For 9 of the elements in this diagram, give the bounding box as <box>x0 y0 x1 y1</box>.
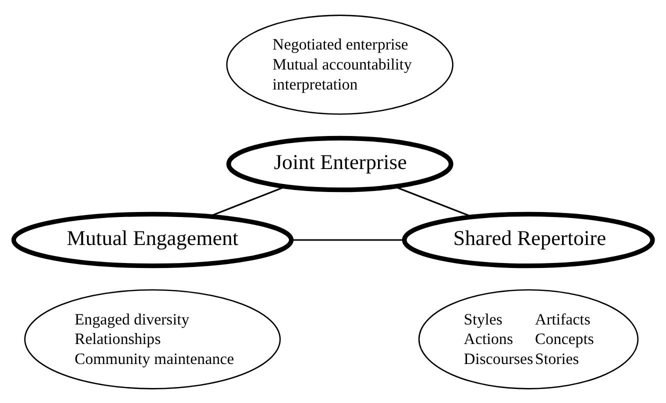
node-ellipse: Engaged diversity Relationships Community maintenance <box>24 288 281 389</box>
node-ellipse: Shared Repertoire <box>402 211 655 268</box>
node-ellipse: Joint Enterprise <box>226 135 454 192</box>
node-ellipse: Negotiated enterprise Mutual accountability interpretation <box>226 14 454 114</box>
connector <box>210 186 286 216</box>
connector <box>292 238 404 240</box>
node-ellipse: Styles Artifacts Actions Concepts Discourses Stories <box>418 288 639 389</box>
node-ellipse: Mutual Engagement <box>11 211 294 268</box>
connector <box>394 186 472 217</box>
